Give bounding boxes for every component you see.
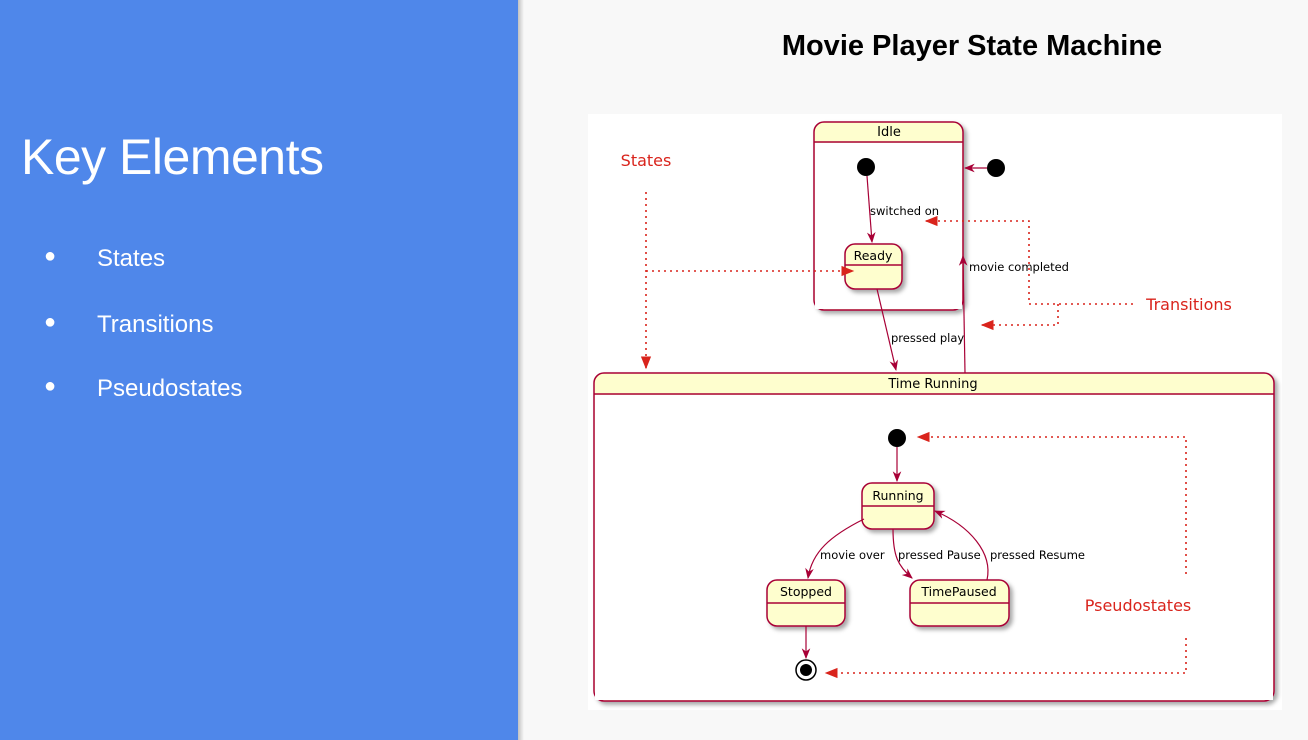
slide-title: Movie Player State Machine — [781, 30, 1163, 62]
panel-shadow — [518, 0, 524, 740]
state-running-label: Running — [872, 488, 923, 503]
bullet-label: States — [97, 245, 166, 272]
bullet-dot-icon: ● — [44, 245, 57, 267]
time-running-body — [595, 395, 1273, 700]
left-panel: Key Elements ● States ● Transitions ● Ps… — [0, 0, 518, 740]
bullet-dot-icon: ● — [44, 375, 57, 397]
transition-pressed-resume — [934, 510, 989, 581]
bullet-label: Pseudostates — [97, 375, 243, 402]
idle-initial-pseudostate-icon — [857, 158, 875, 176]
state-machine-diagram: Idle switched on Ready pressed play movi… — [588, 114, 1282, 710]
transition-movie-completed — [958, 254, 968, 374]
transition-switched-on-label: switched on — [870, 204, 939, 218]
inner-initial-pseudostate-icon — [888, 429, 906, 447]
final-pseudostate-icon — [795, 659, 817, 681]
transition-movie-over — [805, 518, 865, 580]
state-stopped-label: Stopped — [780, 584, 832, 599]
transition-movie-over-label: movie over — [820, 548, 885, 562]
transition-pressed-play-label: pressed play — [891, 331, 964, 345]
transition-pressed-play — [876, 288, 898, 372]
transition-movie-completed-label: movie completed — [969, 260, 1069, 274]
transition-pressed-resume-label: pressed Resume — [990, 548, 1085, 562]
diagram-svg: Idle switched on Ready pressed play movi… — [593, 121, 1275, 702]
annotation-transitions-arrow-pressed-play — [980, 304, 1059, 331]
transition-pressed-pause-label: pressed Pause — [898, 548, 981, 562]
state-idle-label: Idle — [877, 125, 901, 140]
annotation-pseudostates: Pseudostates — [1085, 596, 1192, 615]
transition-pressed-pause — [892, 528, 913, 579]
bullet-dot-icon: ● — [44, 311, 57, 333]
panel-title: Key Elements — [21, 129, 324, 185]
outer-initial-pseudostate-icon — [987, 159, 1005, 177]
bullet-label: Transitions — [97, 311, 214, 338]
annotation-states: States — [621, 151, 672, 170]
state-ready-label: Ready — [854, 248, 893, 263]
state-time-running-label: Time Running — [887, 377, 977, 392]
state-time-paused-label: TimePaused — [920, 584, 996, 599]
annotation-transitions: Transitions — [1145, 295, 1232, 314]
annotation-transitions-arrow-switched-on — [924, 215, 1133, 305]
transition-switched-on — [866, 175, 876, 244]
